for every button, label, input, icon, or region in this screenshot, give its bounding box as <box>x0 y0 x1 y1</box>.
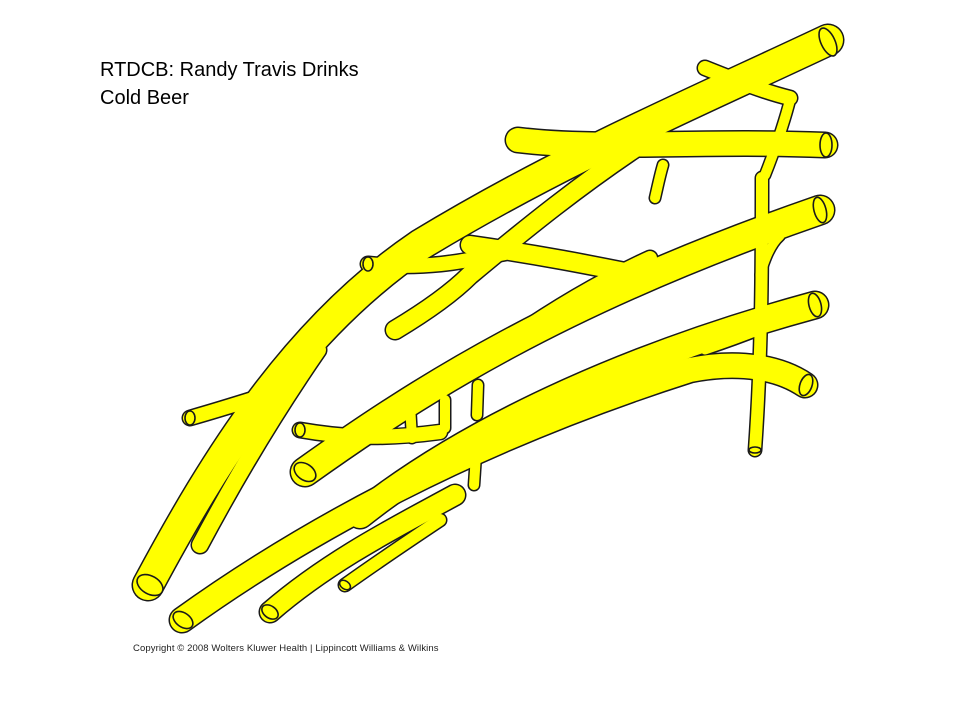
nerve-lower-trunk-lower <box>260 485 465 622</box>
cut-end-trunk-base <box>136 573 164 597</box>
cut-end-upper <box>818 27 838 57</box>
mnemonic-text: RTDCB: Randy Travis Drinks Cold Beer <box>100 56 359 112</box>
nerve-posterior-cord <box>463 251 657 375</box>
nerve-twig-4 <box>469 450 481 490</box>
cut-end-lower-1 <box>172 610 194 630</box>
nerve-trunk-upper-main <box>133 25 843 600</box>
nerve-medial-cord-inner <box>192 342 326 553</box>
cut-end-c8 <box>807 292 823 318</box>
mnemonic-line-2: Cold Beer <box>100 87 189 109</box>
nerve-root-c5 <box>698 61 797 105</box>
cut-end-t1 <box>798 373 814 397</box>
cut-end-c7 <box>812 196 828 224</box>
nerve-branch-lower-cord <box>339 514 446 591</box>
cut-end-long-thoracic <box>748 446 762 454</box>
cut-end-lateral <box>293 461 317 483</box>
nerve-twig-5 <box>650 160 668 203</box>
nerve-trunk-upper-main-outline <box>131 23 845 602</box>
nerve-rib-c7 <box>755 231 785 280</box>
mnemonic-line-1: RTDCB: Randy Travis Drinks <box>100 59 359 81</box>
nerve-twig-1 <box>405 400 417 443</box>
nerve-musculocutaneous <box>183 385 282 425</box>
nerve-long-thoracic <box>749 172 768 456</box>
cut-end-lower-3 <box>338 579 352 591</box>
cut-end-lower-2 <box>261 604 279 620</box>
cut-end-musculo <box>184 410 196 426</box>
cut-end-c6 <box>819 132 833 158</box>
cut-end-pectoral <box>294 422 306 438</box>
nerve-dorsal-scapular <box>760 95 795 180</box>
nerve-lateral-pectoral <box>293 423 447 444</box>
nerve-rib-c8 <box>700 325 765 355</box>
nerve-twig-3 <box>472 380 483 420</box>
copyright-notice: Copyright © 2008 Wolters Kluwer Health |… <box>133 643 439 654</box>
cut-end-suprascap <box>362 256 374 272</box>
